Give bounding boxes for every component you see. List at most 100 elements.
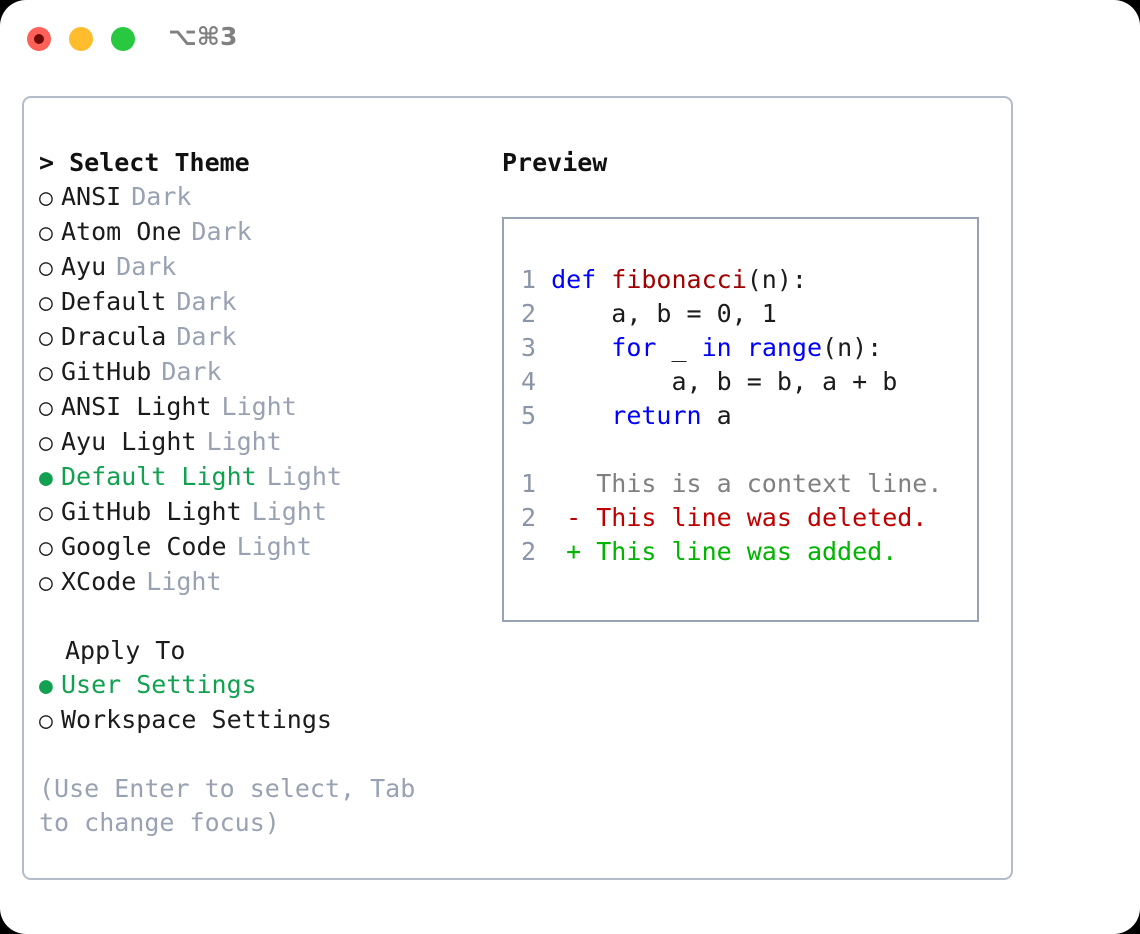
title-bar: ⌥⌘3	[0, 0, 1140, 80]
code-token-plain	[551, 401, 611, 430]
preview-column: Preview 1 def fibonacci(n):2 a, b = 0, 1…	[502, 146, 1002, 622]
minimize-button[interactable]	[69, 27, 93, 51]
radio-unselected-icon: ○	[39, 430, 53, 456]
diff-line: 1 This is a context line.	[520, 467, 973, 501]
apply-to-option-workspace-settings[interactable]: ○ Workspace Settings	[39, 703, 489, 738]
code-token-plain: (n):	[822, 333, 883, 362]
radio-unselected-icon: ○	[39, 255, 53, 281]
theme-option-dracula[interactable]: ○ Dracula Dark	[39, 320, 489, 355]
apply-to-option-label: Workspace Settings	[61, 705, 332, 734]
theme-option-label: ANSI Light	[61, 392, 212, 421]
maximize-button[interactable]	[111, 27, 135, 51]
close-button[interactable]	[27, 27, 51, 51]
diff-line-sign: -	[566, 503, 582, 532]
code-token-plain	[732, 333, 747, 362]
select-theme-heading: > Select Theme	[39, 148, 250, 177]
theme-option-label: Default Light	[61, 462, 257, 491]
theme-option-variant: Light	[266, 462, 342, 491]
theme-option-label: Dracula	[61, 322, 167, 351]
theme-option-label: GitHub Light	[61, 497, 242, 526]
radio-unselected-icon: ○	[39, 708, 53, 734]
theme-option-label: XCode	[61, 567, 137, 596]
diff-line: 2 - This line was deleted.	[520, 501, 973, 535]
code-token-kw: for	[611, 333, 657, 362]
theme-option-variant: Light	[146, 567, 222, 596]
radio-unselected-icon: ○	[39, 325, 53, 351]
radio-unselected-icon: ○	[39, 360, 53, 386]
theme-option-variant: Light	[221, 392, 297, 421]
theme-option-xcode[interactable]: ○ XCode Light	[39, 565, 489, 600]
code-line-number: 1	[520, 265, 536, 294]
diff-sample: 1 This is a context line.2 - This line w…	[520, 467, 973, 569]
code-line: 2 a, b = 0, 1	[520, 297, 973, 331]
radio-unselected-icon: ○	[39, 570, 53, 596]
code-token-plain: a	[701, 401, 732, 430]
theme-option-google-code[interactable]: ○ Google Code Light	[39, 530, 489, 565]
code-token-kw: in	[701, 333, 732, 362]
theme-option-label: Atom One	[61, 217, 182, 246]
code-line-number: 3	[520, 333, 536, 362]
theme-option-label: Ayu Light	[61, 427, 197, 456]
diff-line-text: This is a context line.	[581, 469, 943, 498]
theme-option-label: GitHub	[61, 357, 152, 386]
theme-option-variant: Light	[251, 497, 327, 526]
code-token-plain: (n):	[746, 265, 807, 294]
theme-option-variant: Dark	[161, 357, 222, 386]
diff-line-number: 1	[520, 469, 536, 498]
theme-option-variant: Dark	[131, 182, 192, 211]
code-token-plain: a, b = 0, 1	[551, 299, 777, 328]
code-line: 5 return a	[520, 399, 973, 433]
theme-option-atom-one[interactable]: ○ Atom One Dark	[39, 215, 489, 250]
theme-option-ansi-light[interactable]: ○ ANSI Light Light	[39, 390, 489, 425]
radio-unselected-icon: ○	[39, 535, 53, 561]
radio-unselected-icon: ○	[39, 220, 53, 246]
apply-to-option-list: ● User Settings ○ Workspace Settings	[39, 668, 489, 738]
apply-to-option-user-settings[interactable]: ● User Settings	[39, 668, 489, 703]
diff-line-number: 2	[520, 537, 536, 566]
code-token-kw: def	[551, 265, 612, 294]
code-token-fn: fibonacci	[611, 265, 747, 294]
code-line-number: 2	[520, 299, 536, 328]
diff-line-sign	[566, 469, 581, 498]
theme-option-ayu-light[interactable]: ○ Ayu Light Light	[39, 425, 489, 460]
diff-line: 2 + This line was added.	[520, 535, 973, 569]
keyboard-hint-text: (Use Enter to select, Tab to change focu…	[39, 774, 431, 837]
theme-option-github[interactable]: ○ GitHub Dark	[39, 355, 489, 390]
diff-line-text: This line was added.	[581, 537, 898, 566]
preview-heading: Preview	[502, 148, 608, 177]
code-token-kw: range	[746, 333, 823, 362]
theme-option-variant: Light	[206, 427, 282, 456]
radio-selected-icon: ●	[39, 673, 53, 699]
diff-line-text: This line was deleted.	[581, 503, 928, 532]
code-line: 1 def fibonacci(n):	[520, 263, 973, 297]
code-line: 3 for _ in range(n):	[520, 331, 973, 365]
theme-option-label: ANSI	[61, 182, 122, 211]
theme-option-ansi[interactable]: ○ ANSI Dark	[39, 180, 489, 215]
code-token-plain: _	[656, 333, 702, 362]
theme-option-variant: Dark	[176, 322, 237, 351]
radio-unselected-icon: ○	[39, 290, 53, 316]
theme-option-variant: Dark	[191, 217, 252, 246]
radio-unselected-icon: ○	[39, 500, 53, 526]
diff-line-sign: +	[566, 537, 582, 566]
code-line-number: 5	[520, 401, 536, 430]
theme-option-variant: Light	[236, 532, 312, 561]
code-token-plain: a, b = b, a + b	[551, 367, 898, 396]
diff-line-number: 2	[520, 503, 536, 532]
apply-to-option-label: User Settings	[61, 670, 257, 699]
theme-option-label: Ayu	[61, 252, 107, 281]
radio-unselected-icon: ○	[39, 395, 53, 421]
radio-unselected-icon: ○	[39, 185, 53, 211]
theme-option-github-light[interactable]: ○ GitHub Light Light	[39, 495, 489, 530]
keyboard-shortcut-label: ⌥⌘3	[168, 22, 238, 51]
theme-option-label: Google Code	[61, 532, 227, 561]
code-line: 4 a, b = b, a + b	[520, 365, 973, 399]
